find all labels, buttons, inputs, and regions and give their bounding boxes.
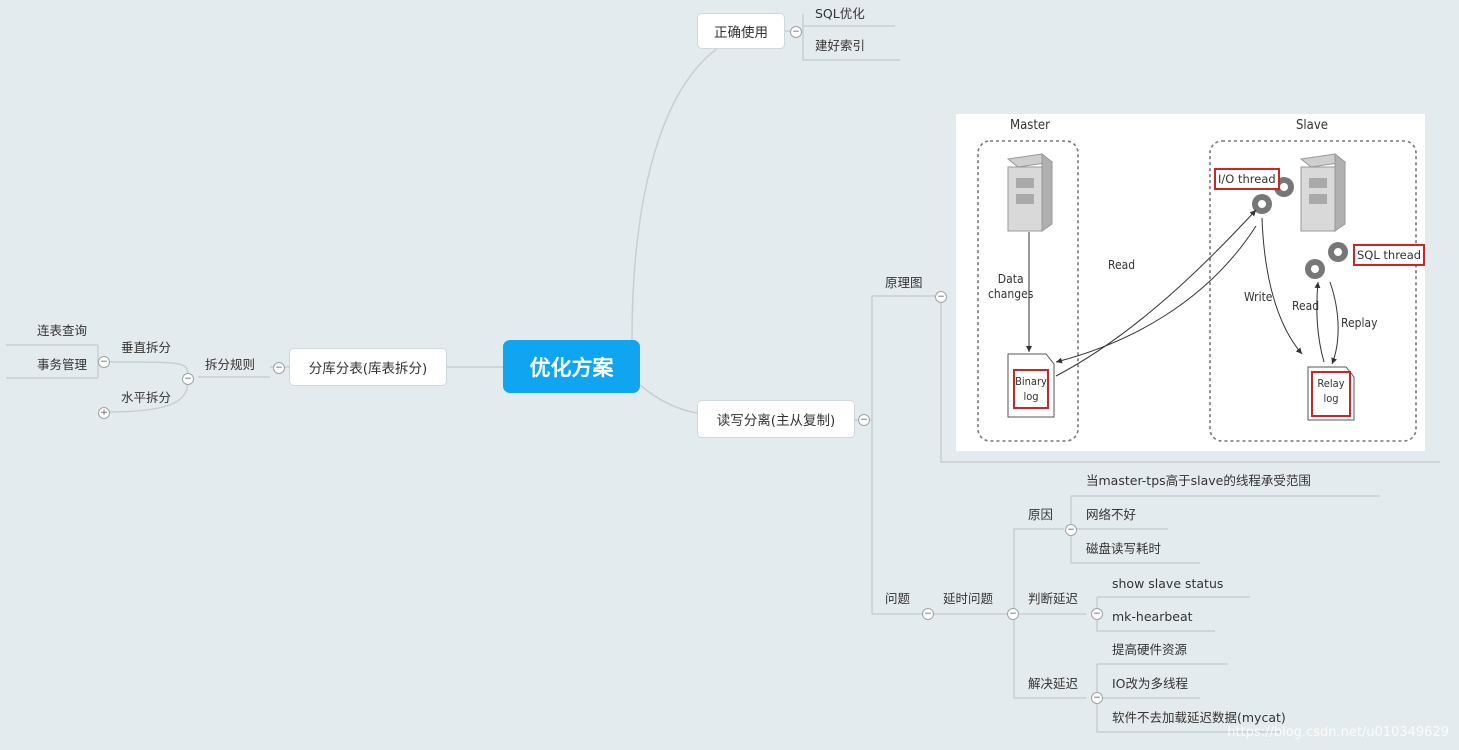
relay-log-label: Relay log [1317, 377, 1345, 405]
leaf-cause-tps[interactable]: 当master-tps高于slave的线程承受范围 [1086, 473, 1311, 488]
leaf-io-multithread[interactable]: IO改为多线程 [1112, 676, 1189, 691]
leaf-hardware[interactable]: 提高硬件资源 [1112, 642, 1188, 657]
root-topic[interactable]: 优化方案 [503, 340, 640, 393]
collapse-minus-icon[interactable]: − [98, 356, 110, 368]
replication-diagram: Master Slave Data changes Binary log Rel… [956, 114, 1426, 451]
node-solve-delay[interactable]: 解决延迟 [1028, 676, 1079, 691]
collapse-minus-icon[interactable]: − [182, 373, 194, 385]
relay-log-doc [1307, 366, 1355, 421]
binary-log-label: Binary log [1015, 375, 1047, 403]
replay-label: Replay [1341, 316, 1378, 330]
leaf-cause-disk[interactable]: 磁盘读写耗时 [1086, 541, 1162, 556]
read-label-2: Read [1292, 299, 1320, 313]
io-thread-label: I/O thread [1214, 168, 1280, 190]
node-problem[interactable]: 问题 [885, 591, 911, 606]
leaf-join-query[interactable]: 连表查询 [37, 323, 88, 338]
node-principle-diagram[interactable]: 原理图 [885, 275, 923, 290]
topic-rw-split[interactable]: 读写分离(主从复制) [697, 400, 855, 438]
collapse-minus-icon[interactable]: − [1091, 608, 1103, 620]
server-icon [1299, 152, 1347, 232]
node-split-rule[interactable]: 拆分规则 [205, 357, 256, 372]
sql-thread-label: SQL thread [1353, 244, 1426, 266]
slave-title: Slave [1296, 118, 1328, 133]
node-vertical-split[interactable]: 垂直拆分 [121, 340, 172, 355]
leaf-cause-network[interactable]: 网络不好 [1086, 507, 1137, 522]
leaf-transaction-mgmt[interactable]: 事务管理 [37, 357, 88, 372]
collapse-minus-icon[interactable]: − [1065, 524, 1077, 536]
data-changes-label: Data changes [988, 272, 1034, 301]
leaf-sql-optimize[interactable]: SQL优化 [815, 6, 865, 21]
collapse-minus-icon[interactable]: − [790, 26, 802, 38]
collapse-minus-icon[interactable]: − [1091, 692, 1103, 704]
topic-sharding[interactable]: 分库分表(库表拆分) [289, 348, 447, 386]
master-title: Master [1010, 118, 1050, 133]
expand-plus-icon[interactable]: + [98, 407, 110, 419]
leaf-mk-hearbeat[interactable]: mk-hearbeat [1112, 609, 1193, 624]
leaf-build-index[interactable]: 建好索引 [815, 38, 866, 53]
watermark: https://blog.csdn.net/u010349629 [1227, 725, 1449, 740]
node-horizontal-split[interactable]: 水平拆分 [121, 390, 172, 405]
collapse-minus-icon[interactable]: − [1007, 608, 1019, 620]
node-delay-problem[interactable]: 延时问题 [943, 591, 994, 606]
leaf-show-slave-status[interactable]: show slave status [1112, 576, 1224, 591]
node-cause[interactable]: 原因 [1028, 507, 1054, 522]
collapse-minus-icon[interactable]: − [922, 608, 934, 620]
node-judge-delay[interactable]: 判断延迟 [1028, 591, 1079, 606]
diagram-shapes [977, 140, 1417, 442]
collapse-minus-icon[interactable]: − [858, 414, 870, 426]
collapse-minus-icon[interactable]: − [935, 291, 947, 303]
write-label: Write [1244, 290, 1273, 304]
topic-correct-use[interactable]: 正确使用 [697, 13, 785, 49]
server-icon [1006, 152, 1054, 232]
collapse-minus-icon[interactable]: − [273, 362, 285, 374]
read-label-1: Read [1108, 258, 1136, 272]
leaf-mycat[interactable]: 软件不去加载延迟数据(mycat) [1112, 710, 1286, 725]
binary-log-doc [1007, 353, 1055, 418]
